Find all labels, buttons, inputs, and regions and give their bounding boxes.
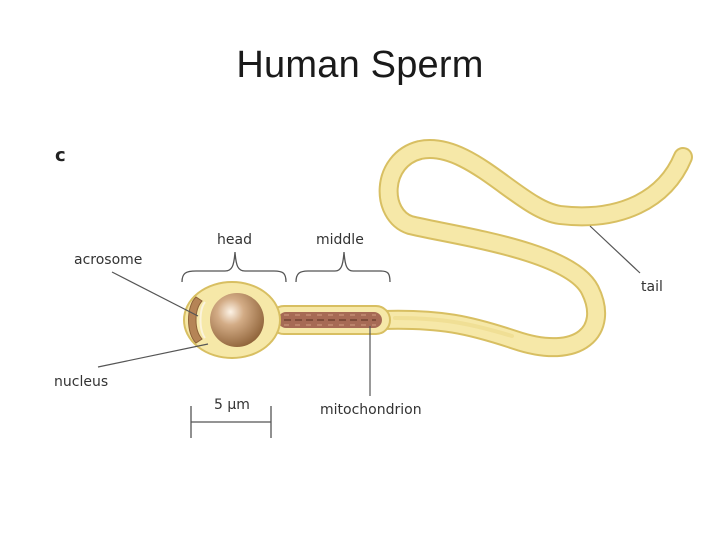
scale-bar bbox=[190, 406, 272, 438]
tail-leader bbox=[589, 225, 641, 274]
middle-brace bbox=[295, 251, 391, 283]
label-middle: middle bbox=[316, 232, 364, 248]
sperm-head bbox=[183, 281, 281, 359]
tail bbox=[370, 139, 693, 358]
label-scale: 5 µm bbox=[214, 397, 250, 413]
label-tail: tail bbox=[641, 279, 663, 295]
label-head: head bbox=[217, 232, 252, 248]
panel-letter: c bbox=[55, 145, 66, 166]
label-acrosome: acrosome bbox=[74, 252, 142, 268]
page-title: Human Sperm bbox=[236, 44, 484, 86]
label-nucleus: nucleus bbox=[54, 374, 108, 390]
nucleus-leader bbox=[97, 343, 209, 368]
acrosome-leader bbox=[111, 271, 199, 317]
nucleus-body bbox=[210, 293, 264, 347]
head-brace bbox=[181, 251, 287, 283]
label-mitochondrion: mitochondrion bbox=[320, 402, 422, 418]
midpiece bbox=[269, 305, 391, 335]
